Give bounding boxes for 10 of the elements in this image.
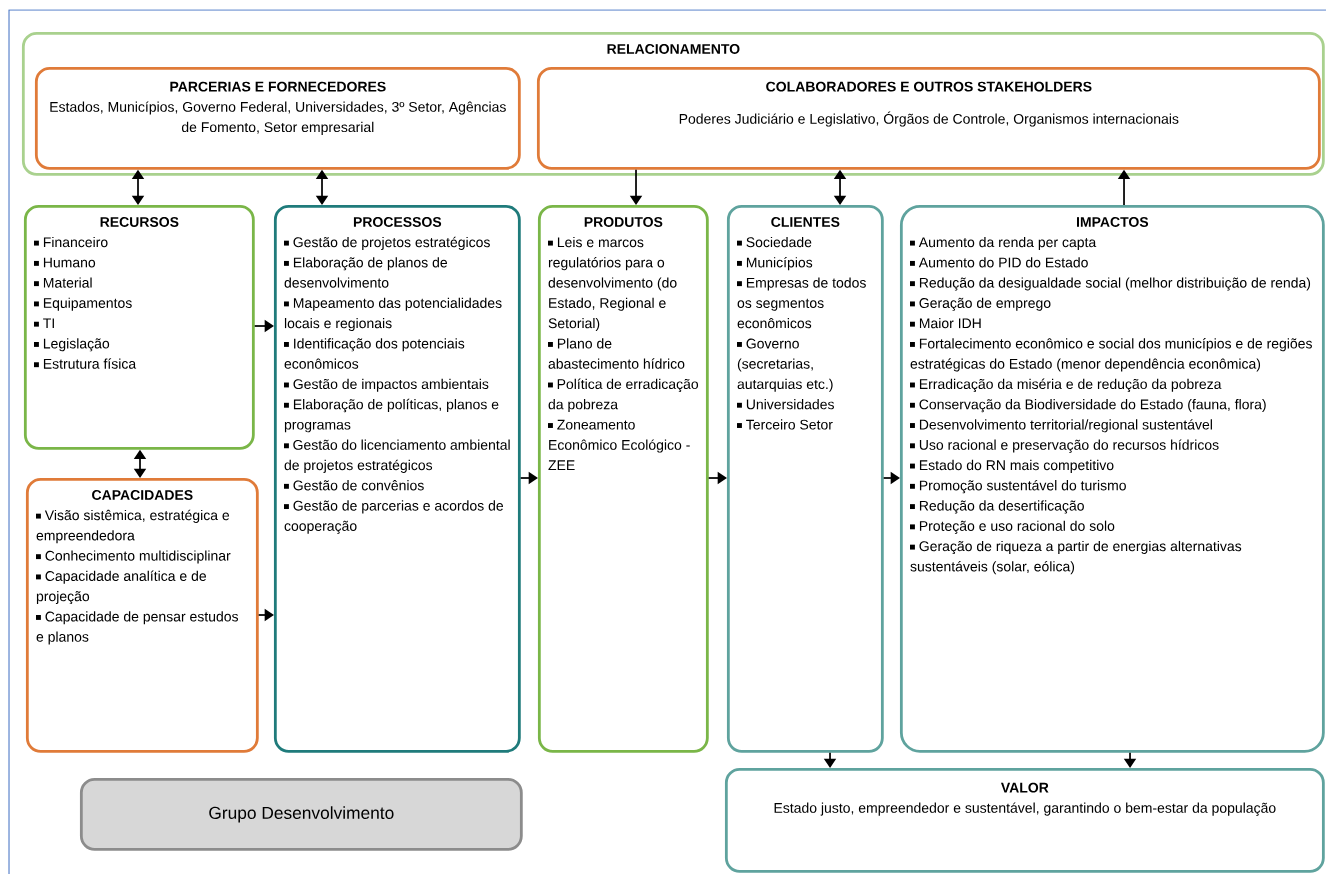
- process-box: VALOR Estado justo, empreendedor e sustentável, garantindo o bem-estar da população: [724, 767, 1325, 873]
- label-box: Grupo Desenvolvimento: [79, 777, 523, 851]
- process-box: RECURSOS Financeiro Humano Material Equipamentos TI Legislação Estrutura física: [23, 204, 255, 450]
- process-box: COLABORADORES E OUTROS STAKEHOLDERS Poderes Judiciário e Legislativo, Órgãos de Controle, Organismos internacionais: [536, 66, 1321, 170]
- process-box: PROCESSOS Gestão de projetos estratégicos Elaboração de planos de desenvolvimento Mapeamento das potencialidades locais e regionais Identificação dos potenciais econômicos Gestão de impactos ambientais Elaboração de políticas, planos e programas Gestão do licenciamento ambiental de projetos estratégicos Gestão de convênios Gestão de parcerias e acordos de cooperação: [273, 204, 521, 753]
- process-box: CLIENTES Sociedade Municípios Empresas de todos os segmentos econômicos Governo (secretarias, autarquias etc.) Universidades Terceiro Setor: [726, 204, 884, 753]
- process-box: IMPACTOS Aumento da renda per capta Aumento do PID do Estado Redução da desigualdade social (melhor distribuição de renda) Geração de emprego Maior IDH Fortalecimento econômico e social dos municípios e de regiões estratégicas do Estado (menor dependência econômica) Erradicação da miséria e de redução da pobreza Conservação da Biodiversidade do Estado (fauna, flora) Desenvolvimento territorial/regional sustentável Uso racional e preservação do recursos hídricos Estado do RN mais competitivo Promoção sustentável do turismo Redução da desertificação Proteção e uso racional do solo Geração de riqueza a partir de energias alternativas sustentáveis (solar, eólica): [899, 204, 1325, 753]
- process-box: PARCERIAS E FORNECEDORES Estados, Municípios, Governo Federal, Universidades, 3º Setor, Agências de Fomento, Setor empresarial: [34, 66, 521, 170]
- process-box: CAPACIDADES Visão sistêmica, estratégica e empreendedora Conhecimento multidisciplinar Capacidade analítica e de projeção Capacidade de pensar estudos e planos: [25, 477, 259, 753]
- process-box: PRODUTOS Leis e marcos regulatórios para o desenvolvimento (do Estado, Regional e Setorial) Plano de abastecimento hídrico Política de erradicação da pobreza Zoneamento Econômico Ecológico - ZEE: [537, 204, 709, 753]
